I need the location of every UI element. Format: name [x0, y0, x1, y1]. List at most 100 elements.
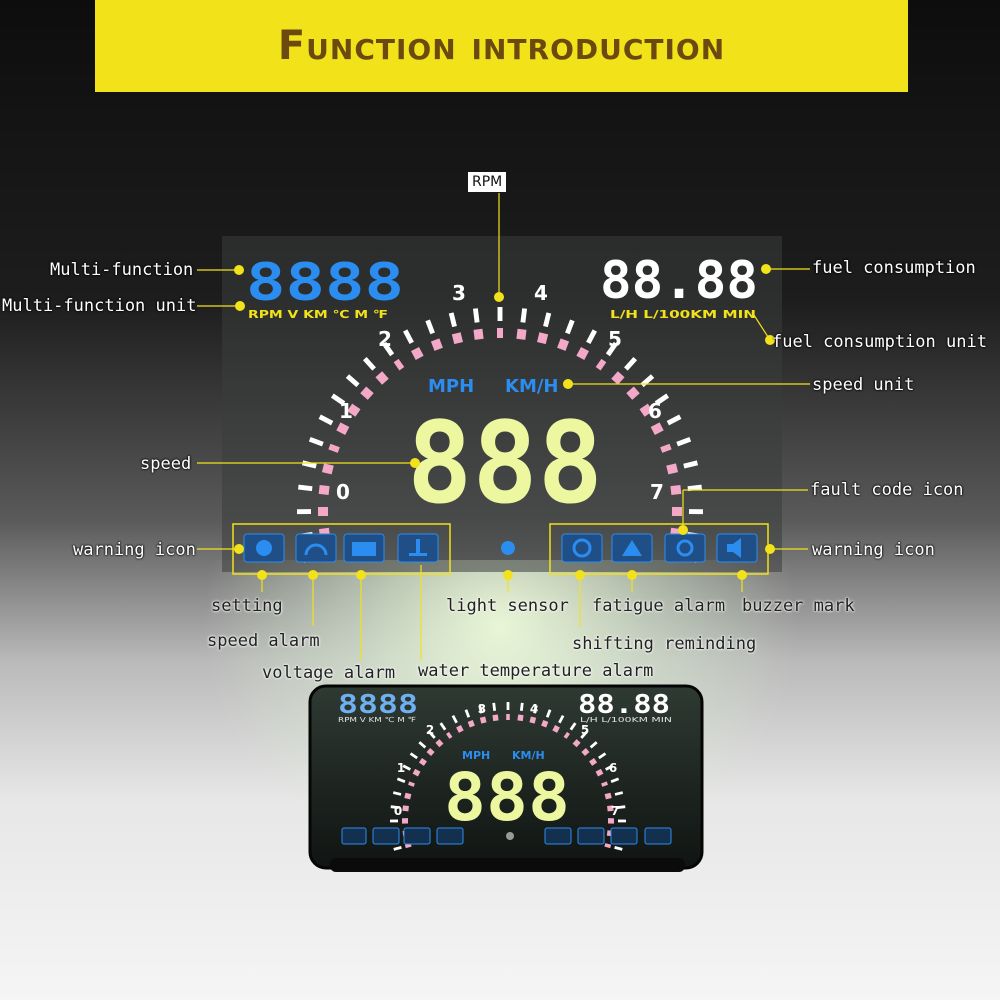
- label-buzzer-mark: buzzer mark: [742, 596, 855, 616]
- device-dial-white-tick: [464, 709, 471, 718]
- hud-dial-white-tick: [330, 393, 346, 406]
- device-speed-unit-kmh: KM/H: [512, 749, 545, 762]
- hud-dial-white-tick: [683, 460, 699, 469]
- hud-dial-white-tick: [687, 484, 702, 492]
- hud-dial-number-6: 6: [648, 399, 662, 423]
- device-dial-pink-segment: [517, 714, 524, 722]
- buzzer-mark-icon: [716, 533, 758, 563]
- hud-dial-white-tick: [624, 356, 638, 371]
- device-dial-pink-segment: [435, 739, 444, 748]
- hud-dial-number-1: 1: [339, 399, 353, 423]
- hud-dial-pink-segment: [473, 328, 484, 340]
- device-dial-number-5: 5: [581, 723, 589, 737]
- hud-dial-white-tick: [382, 341, 395, 357]
- hud-dial-pink-segment: [321, 463, 334, 475]
- callout-lines: [197, 193, 810, 660]
- hud-dial-pink-segment: [626, 386, 640, 400]
- label-multi-function: Multi-function: [50, 260, 194, 280]
- hud-dial-pink-segment: [328, 443, 340, 453]
- device-dial-white-tick: [492, 702, 497, 711]
- device-dial-white-tick: [614, 791, 624, 796]
- device-dial-white-tick: [545, 709, 552, 718]
- device-dial-number-3: 3: [478, 702, 486, 716]
- device-dial-pink-segment: [601, 781, 608, 787]
- hud-dial-white-tick: [586, 329, 597, 345]
- device-dial-white-tick: [589, 741, 598, 749]
- device-dial-pink-segment: [412, 768, 421, 777]
- device-dial-white-tick: [617, 805, 626, 809]
- hud-dial-pink-segment: [537, 332, 549, 345]
- hud-multi-units: RPM V KM ℃ M ℉: [248, 308, 388, 321]
- hud-dial-pink-segment: [670, 484, 682, 496]
- label-warning-icon-left: warning icon: [73, 540, 196, 560]
- device-dial-pink-segment: [456, 725, 464, 733]
- fatigue-alarm-icon: [611, 533, 653, 563]
- label-speed-alarm: speed alarm: [207, 631, 320, 651]
- device-dial-pink-segment: [595, 768, 604, 777]
- device-dial-number-6: 6: [609, 761, 617, 775]
- device-dial-pink-segment: [604, 792, 612, 800]
- hud-panel: [222, 236, 782, 572]
- hud-dial-pink-segment: [375, 371, 389, 385]
- hud-dial-number-2: 2: [378, 327, 392, 351]
- label-fuel-consumption-unit: fuel consumption unit: [772, 332, 987, 352]
- hud-dial-pink-segment: [516, 328, 527, 340]
- device-dial-pink-segment: [402, 805, 409, 812]
- hud-dial-pink-segment: [318, 527, 331, 539]
- device-multi-units: RPM V KM ℃ M ℉: [338, 716, 416, 724]
- label-multi-function-unit: Multi-function unit: [2, 296, 197, 316]
- label-shifting-reminding: shifting reminding: [572, 634, 757, 654]
- device-dial-pink-segment: [541, 719, 549, 728]
- device-dial-pink-segment: [589, 758, 598, 766]
- device-base: [330, 858, 685, 872]
- device-light-sensor: [506, 832, 514, 840]
- device-fuel-units: L/H L/100KM MIN: [580, 716, 672, 724]
- hud-dial-white-tick: [298, 484, 313, 492]
- hud-dial-number-4: 4: [534, 281, 548, 305]
- hud-dial-white-tick: [448, 312, 457, 328]
- hud-dial-white-tick: [666, 414, 682, 426]
- hud-fuel-units: L/H L/100KM MIN: [610, 308, 756, 321]
- device-dial-pink-segment: [607, 805, 614, 812]
- device-dial-white-tick: [393, 845, 402, 851]
- device-dial-white-tick: [418, 741, 427, 749]
- water-temperature-icon: [397, 533, 439, 563]
- device-dial-white-tick: [409, 752, 418, 760]
- hud-dial-white-tick: [605, 341, 618, 357]
- hud-dial-pink-segment: [336, 422, 350, 435]
- device-dial-pink-segment: [404, 792, 412, 800]
- device-dial-white-tick: [569, 722, 577, 731]
- device-dial-white-tick: [396, 777, 406, 783]
- device-dial-white-tick: [390, 805, 399, 809]
- setting-icon: [243, 533, 285, 563]
- device-dial-pink-segment: [404, 843, 412, 849]
- banner-title: Function introduction: [277, 23, 726, 69]
- hud-fuel-digits: 88.88: [600, 251, 758, 311]
- device-dial-white-tick: [580, 731, 588, 739]
- device-dial-pink-segment: [572, 739, 581, 748]
- hud-dial-white-tick: [543, 312, 552, 328]
- device-dial-pink-segment: [446, 731, 453, 739]
- hud-dial-pink-segment: [595, 358, 607, 371]
- hud-dial-white-tick: [425, 319, 435, 335]
- label-light-sensor: light sensor: [446, 596, 569, 616]
- callout-dots: [234, 264, 775, 580]
- hud-dial-white-tick: [308, 436, 324, 447]
- hud-dial-pink-segment: [411, 346, 424, 361]
- device-multi-digits: 8888: [338, 690, 418, 720]
- hud-dial-white-tick: [403, 329, 414, 345]
- label-rpm: RPM: [468, 172, 507, 192]
- device-dial-number-1: 1: [397, 761, 405, 775]
- title-banner: Function introduction: [95, 0, 908, 92]
- shifting-reminding-icon: [561, 533, 603, 563]
- label-setting: setting: [211, 596, 283, 616]
- hud-dial-number-3: 3: [452, 281, 466, 305]
- hud-dial-pink-segment: [347, 403, 361, 417]
- hud-dial-pink-segment: [650, 422, 664, 435]
- device-dial-pink-segment: [604, 843, 612, 849]
- device-speed-digits: 888: [444, 759, 570, 836]
- label-fatigue-alarm: fatigue alarm: [592, 596, 726, 616]
- device-dial-white-tick: [439, 722, 447, 731]
- hud-dial-white-tick: [345, 374, 360, 388]
- device-dial-number-7: 7: [611, 804, 619, 818]
